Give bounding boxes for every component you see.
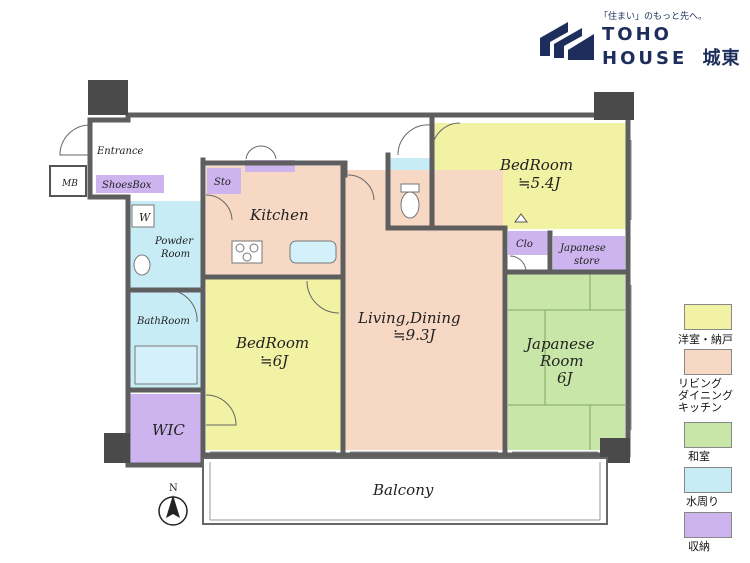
closet-fill: [508, 231, 548, 255]
bath-room-label: BathRoom: [136, 316, 190, 327]
door-swings: [59, 122, 527, 426]
storage-fill: [207, 168, 241, 194]
japanese-room-fill: [508, 274, 625, 450]
living-label-2: ≒9.3J: [393, 326, 436, 344]
bedroom-upper-label: BedRoom: [499, 156, 573, 174]
japanese-room-label-2: Room: [539, 352, 584, 370]
bedroom-upper-size: ≒5.4J: [518, 174, 561, 192]
stove: [231, 240, 263, 264]
shoes-box-fill: [96, 175, 164, 193]
sink: [133, 254, 151, 276]
tatami-lines: [508, 274, 625, 450]
living-label-1: Living,Dining: [357, 309, 461, 327]
legend-label: 水周り: [686, 495, 719, 508]
bedroom-main-label: BedRoom: [235, 334, 309, 352]
washer-label: W: [139, 211, 152, 224]
balcony-door-triangle: [514, 213, 528, 223]
legend-swatch: [684, 512, 732, 538]
house-logo-icon: [540, 22, 594, 60]
brand-branch: 城東: [702, 48, 741, 69]
shoes-box-label: ShoesBox: [102, 180, 152, 191]
mb-label: MB: [61, 179, 78, 189]
bedroom-main-size: ≒6J: [260, 352, 289, 370]
brand-name-line2: HOUSE 城東: [602, 44, 741, 70]
legend-label: リビング ダイニング キッチン: [678, 377, 733, 414]
legend-label: 和室: [688, 450, 710, 463]
brand-name-house: HOUSE: [602, 48, 688, 69]
storage-label: Sto: [214, 177, 231, 188]
kitchen-label: Kitchen: [249, 206, 309, 224]
powder-room-label-1: Powder: [154, 236, 194, 247]
bathtub: [134, 345, 198, 385]
japanese-store-fill: [553, 236, 625, 271]
japanese-room-label-3: 6J: [557, 369, 574, 387]
wic-fill: [130, 394, 202, 464]
toilet: [400, 191, 420, 219]
legend-label: 収納: [688, 540, 710, 553]
legend-swatch: [684, 422, 732, 448]
powder-room-label-2: Room: [160, 249, 190, 260]
japanese-room-label-1: Japanese: [523, 335, 595, 353]
ldk-fill: [345, 170, 503, 450]
legend-label: 洋室・納戸: [678, 333, 733, 346]
brand-logo: 「住まい」のもっと先へ。 TOHO HOUSE 城東: [536, 6, 746, 70]
walls: [87, 112, 631, 468]
brand-tagline: 「住まい」のもっと先へ。: [599, 12, 708, 22]
balcony-label: Balcony: [372, 481, 434, 499]
japanese-store-label-1: Japanese: [558, 243, 606, 254]
legend-swatch: [684, 467, 732, 493]
windows: [210, 140, 632, 453]
legend-swatch: [684, 349, 732, 375]
north-arrow-icon: N: [158, 483, 188, 526]
entrance-label: Entrance: [96, 146, 144, 157]
wic-label: WIC: [152, 421, 185, 439]
legend-swatch: [684, 304, 732, 330]
pillars: [49, 80, 634, 463]
north-label: N: [169, 483, 178, 494]
japanese-store-label-2: store: [574, 256, 600, 267]
balcony: [202, 457, 608, 525]
washer: [131, 204, 155, 228]
closet-label: Clo: [516, 239, 533, 250]
brand-name-line1: TOHO: [602, 24, 672, 45]
kitchen-sink: [289, 240, 337, 264]
